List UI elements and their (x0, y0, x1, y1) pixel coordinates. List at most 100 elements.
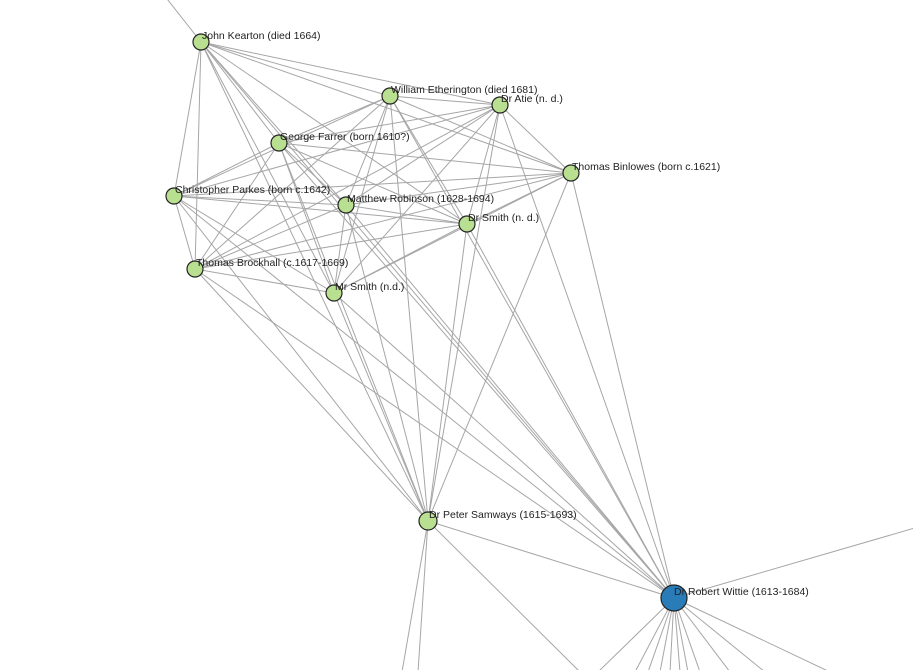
node-farrer[interactable]: George Farrer (born 1610?) (270, 131, 410, 152)
edge-smithmr-wittie (333, 292, 675, 599)
node-circle-atie[interactable] (491, 96, 509, 114)
node-smithdr[interactable]: Dr Smith (n. d.) (458, 212, 539, 233)
edge-parkes-brockhall (173, 195, 196, 270)
edge-etherington-robinson (345, 95, 391, 206)
node-brockhall[interactable]: Thomas Brockhall (c.1617-1669) (186, 257, 348, 278)
edge-wittie-offscreen-11 (635, 597, 675, 670)
edge-parkes-wittie (173, 195, 675, 599)
edge-samways-wittie (427, 520, 675, 599)
edge-brockhall-samways (194, 268, 429, 522)
edge-robinson-smithmr (333, 204, 347, 294)
edge-robinson-wittie (345, 204, 675, 599)
edge-atie-binlowes (499, 104, 572, 174)
edge-robinson-brockhall (194, 204, 347, 270)
node-circle-samways[interactable] (418, 511, 438, 531)
node-circle-farrer[interactable] (270, 134, 288, 152)
edge-farrer-smithdr (278, 142, 468, 225)
node-robinson[interactable]: Matthew Robinson (1628-1694) (337, 193, 494, 214)
node-kearton[interactable]: John Kearton (died 1664) (192, 30, 321, 51)
node-circle-binlowes[interactable] (562, 164, 580, 182)
edge-binlowes-parkes (173, 172, 572, 197)
node-label-kearton: John Kearton (died 1664) (202, 30, 321, 42)
edge-kearton-parkes (173, 41, 202, 197)
edge-wittie-offscreen-3 (673, 597, 764, 670)
node-label-atie: Dr Atie (n. d.) (501, 93, 563, 105)
node-label-farrer: George Farrer (born 1610?) (280, 131, 410, 143)
edge-binlowes-wittie (570, 172, 675, 599)
node-circle-smithmr[interactable] (325, 284, 343, 302)
edge-kearton-brockhall (194, 41, 202, 270)
node-label-brockhall: Thomas Brockhall (c.1617-1669) (196, 257, 348, 269)
edge-samways-offscreen-13 (401, 520, 429, 670)
edge-parkes-smithdr (173, 195, 468, 225)
edge-farrer-samways (278, 142, 429, 522)
node-wittie[interactable]: Dr Robert Wittie (1613-1684) (660, 584, 809, 612)
edge-binlowes-robinson (345, 172, 572, 206)
edge-farrer-robinson (278, 142, 347, 206)
node-circle-parkes[interactable] (165, 187, 183, 205)
edge-farrer-brockhall (194, 142, 280, 270)
edge-robinson-smithdr (345, 204, 468, 225)
edge-brockhall-wittie (194, 268, 675, 599)
edge-wittie-offscreen-12 (599, 597, 675, 670)
node-atie[interactable]: Dr Atie (n. d.) (491, 93, 563, 114)
edge-atie-parkes (173, 104, 501, 197)
edge-kearton-farrer (200, 41, 280, 144)
node-circle-wittie[interactable] (660, 584, 688, 612)
node-label-etherington: William Etherington (died 1681) (391, 84, 538, 96)
node-label-samways: Dr Peter Samways (1615-1693) (429, 509, 577, 521)
node-circle-etherington[interactable] (381, 87, 399, 105)
edge-atie-brockhall (194, 104, 501, 270)
node-label-robinson: Matthew Robinson (1628-1694) (347, 193, 494, 205)
node-circle-brockhall[interactable] (186, 260, 204, 278)
edge-binlowes-brockhall (194, 172, 572, 270)
node-label-wittie: Dr Robert Wittie (1613-1684) (674, 586, 809, 598)
edge-kearton-samways (200, 41, 429, 522)
node-samways[interactable]: Dr Peter Samways (1615-1693) (418, 509, 577, 531)
edge-atie-farrer (278, 104, 501, 144)
node-label-smithmr: Mr Smith (n.d.) (335, 281, 404, 293)
edge-atie-samways (427, 104, 501, 522)
node-layer: John Kearton (died 1664) William Ethering… (165, 30, 809, 612)
node-parkes[interactable]: Christopher Parkes (born c.1642) (165, 184, 330, 205)
edge-samways-offscreen-14 (417, 520, 429, 670)
edge-smithdr-brockhall (194, 223, 468, 270)
node-label-smithdr: Dr Smith (n. d.) (468, 212, 539, 224)
edge-atie-wittie (499, 104, 675, 599)
edge-etherington-binlowes (389, 95, 572, 174)
node-label-binlowes: Thomas Binlowes (born c.1621) (572, 161, 720, 173)
edge-etherington-atie (389, 95, 501, 106)
edge-parkes-robinson (173, 195, 347, 206)
edge-smithdr-smithmr (333, 223, 468, 294)
edge-robinson-samways (345, 204, 429, 522)
edge-etherington-samways (389, 95, 429, 522)
edge-farrer-parkes (173, 142, 280, 197)
edge-smithdr-wittie (466, 223, 675, 599)
node-binlowes[interactable]: Thomas Binlowes (born c.1621) (562, 161, 720, 182)
edge-kearton-smithmr (200, 41, 335, 294)
edge-brockhall-smithmr (194, 268, 335, 294)
node-circle-robinson[interactable] (337, 196, 355, 214)
node-circle-kearton[interactable] (192, 33, 210, 51)
edge-atie-smithmr (333, 104, 501, 294)
edge-etherington-farrer (278, 95, 391, 144)
edge-kearton-etherington (200, 41, 391, 97)
edge-wittie-offscreen-4 (673, 597, 730, 670)
edge-kearton-atie (200, 41, 501, 106)
edge-kearton-binlowes (200, 41, 572, 174)
edge-etherington-wittie (389, 95, 675, 599)
edge-parkes-samways (173, 195, 429, 522)
edge-smithmr-samways (333, 292, 429, 522)
edge-kearton-robinson (200, 41, 347, 206)
edge-farrer-smithmr (278, 142, 335, 294)
edge-smithdr-samways (427, 223, 468, 522)
edge-kearton-offscreen-0 (167, 0, 202, 43)
node-smithmr[interactable]: Mr Smith (n.d.) (325, 281, 404, 302)
edge-farrer-wittie (278, 142, 675, 599)
node-etherington[interactable]: William Etherington (died 1681) (381, 84, 538, 105)
edge-binlowes-samways (427, 172, 572, 522)
edge-wittie-offscreen-2 (673, 597, 827, 670)
edge-samways-offscreen-15 (427, 520, 579, 670)
node-circle-smithdr[interactable] (458, 215, 476, 233)
